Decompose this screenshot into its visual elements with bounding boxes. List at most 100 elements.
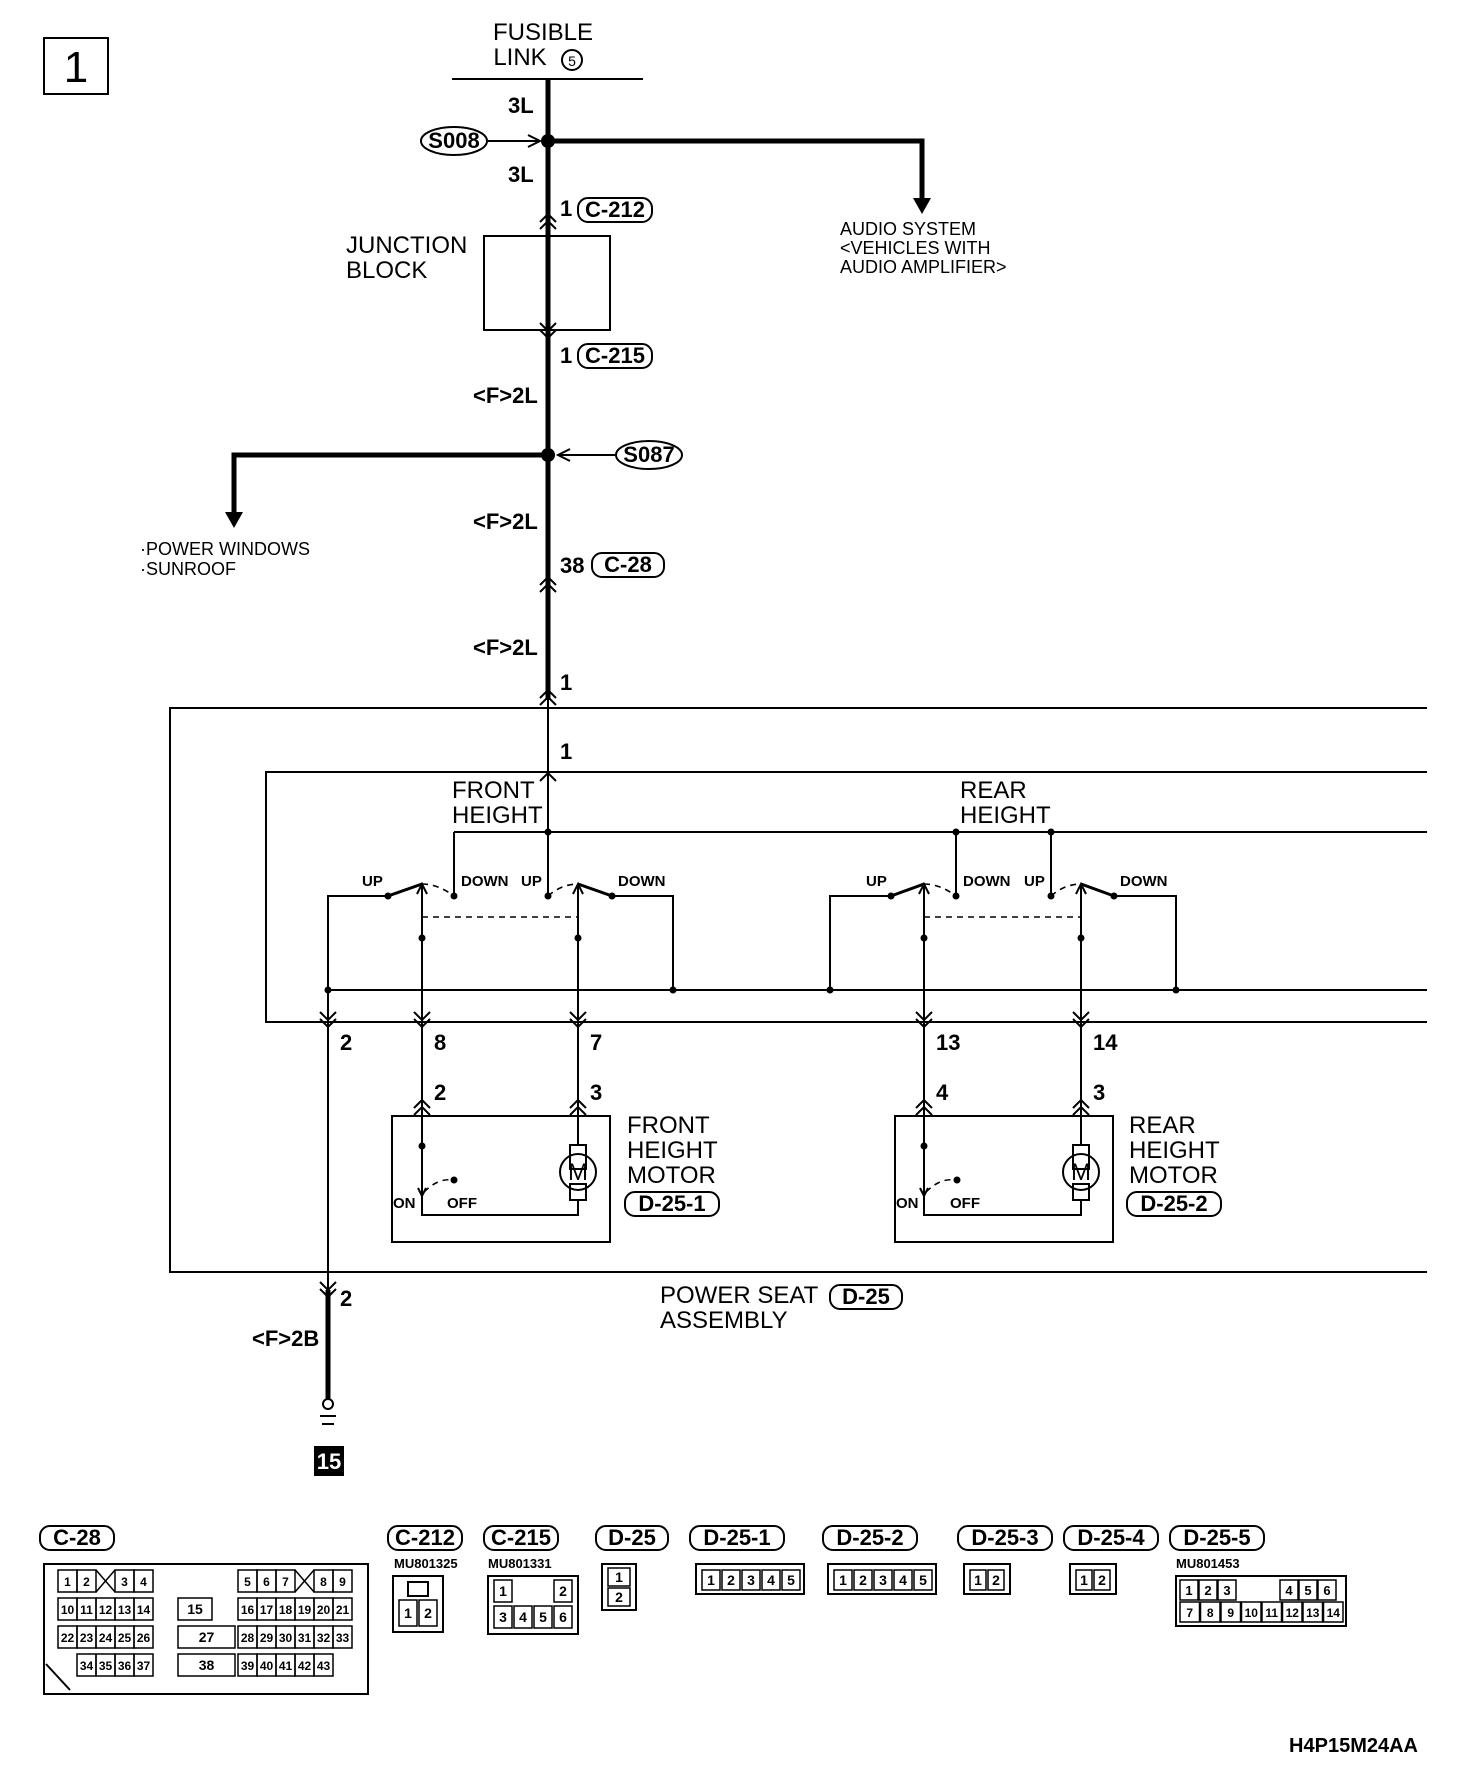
- connector-view-d255-label: D-25-5: [1183, 1525, 1250, 1550]
- connector-c28-pin: 38: [560, 553, 584, 578]
- connector-view-d251-body: [695, 1563, 805, 1595]
- junction-block-label-2: BLOCK: [346, 257, 427, 284]
- c28-pin-22: 22: [61, 1631, 75, 1645]
- page-number: 1: [64, 43, 88, 92]
- front-switch-b-common-arrow: [572, 881, 584, 895]
- rear-switch-b-common-node: [1077, 934, 1085, 942]
- connector-c212-badge: [577, 197, 653, 223]
- front-motor-pin-b-symbol: [569, 1098, 587, 1116]
- d255-pin-5: 5: [1304, 1583, 1311, 1598]
- c215-pin-5-cell: [533, 1605, 553, 1629]
- c28-pin-35: 35: [99, 1659, 113, 1673]
- rear-motor-return: [923, 1200, 1082, 1216]
- c28-pin-37-cell: [133, 1653, 154, 1677]
- rear-motor-conn: D-25-2: [1140, 1191, 1207, 1216]
- front-motor-brush-bottom: [569, 1183, 587, 1201]
- d253-pin-2: 2: [992, 1572, 1000, 1588]
- c28-pin-43: 43: [317, 1659, 331, 1673]
- c212-pin-1-cell: [398, 1599, 418, 1627]
- c28-pin-26: 26: [137, 1631, 151, 1645]
- d255-pin-10-cell: [1240, 1601, 1262, 1623]
- connector-view-c28-chamfer: [45, 1663, 71, 1691]
- d252-pin-5-cell: [913, 1569, 933, 1591]
- rear-motor-brush-top: [1072, 1144, 1090, 1170]
- d254-pin-1-cell: [1075, 1569, 1093, 1591]
- rear-limit-travel: [925, 1178, 955, 1193]
- rear-switch-b-up: UP: [1024, 873, 1045, 890]
- front-limit-on: ON: [393, 1195, 416, 1212]
- d255-pin-5-cell: [1298, 1579, 1318, 1601]
- connector-view-c212-part: MU801325: [394, 1556, 458, 1571]
- fusible-link-label-1: FUSIBLE: [493, 19, 593, 46]
- front-switch-a-common-arrow: [416, 881, 428, 895]
- c215-pin-5: 5: [539, 1609, 547, 1625]
- front-limit-off: OFF: [447, 1195, 477, 1212]
- d25-pin-1-cell: [607, 1567, 631, 1587]
- connector-view-d253-label: D-25-3: [971, 1525, 1038, 1550]
- front-height-label-1: FRONT: [452, 777, 535, 804]
- d255-pin-3-cell: [1217, 1579, 1237, 1601]
- d255-pin-7-cell: [1179, 1601, 1201, 1623]
- front-switch-a-down: DOWN: [461, 873, 509, 890]
- d255-pin-9: 9: [1227, 1606, 1234, 1620]
- c28-pin-28: 28: [241, 1631, 255, 1645]
- d251-pin-1-cell: [701, 1569, 721, 1591]
- front-switch-a-common-node: [418, 934, 426, 942]
- c28-pin-9: 9: [339, 1575, 346, 1589]
- connector-view-d25-badge: [595, 1525, 669, 1551]
- c28-pin-14-cell: [133, 1597, 154, 1621]
- connector-view-d25-body: [601, 1563, 637, 1611]
- c28-pin-42: 42: [298, 1659, 312, 1673]
- c215-pin-1: 1: [499, 1583, 507, 1599]
- c28-pin-17: 17: [260, 1603, 274, 1617]
- front-limit-travel: [423, 1178, 453, 1193]
- audio-branch-label-3: AUDIO AMPLIFIER>: [840, 257, 1007, 277]
- front-switch-a-up: UP: [362, 873, 383, 890]
- d255-pin-1-cell: [1179, 1579, 1199, 1601]
- rear-switch-a-common-node: [920, 934, 928, 942]
- c28-pin-11: 11: [80, 1603, 93, 1617]
- connector-view-d251-badge: [689, 1525, 785, 1551]
- power-seat-entry-symbol: [539, 688, 557, 706]
- front-motor-brush-top: [569, 1144, 587, 1170]
- connector-view-d254-label: D-25-4: [1077, 1525, 1145, 1550]
- c28-pin-33-cell: [332, 1625, 353, 1649]
- connector-view-d253-body: [963, 1563, 1011, 1595]
- c215-pin-4-cell: [513, 1605, 533, 1629]
- audio-branch-arrow: [913, 198, 931, 214]
- connector-c28-badge: [591, 552, 665, 578]
- switch-pin-8: 8: [434, 1030, 446, 1055]
- d255-pin-8: 8: [1207, 1606, 1214, 1620]
- d255-pin-10: 10: [1245, 1606, 1259, 1620]
- d255-pin-12: 12: [1286, 1606, 1300, 1620]
- connector-c212-pin: 1: [560, 196, 572, 221]
- front-switch-b-common-node: [574, 934, 582, 942]
- front-switch-b-lever: [577, 882, 613, 898]
- c28-pin-14: 14: [137, 1603, 151, 1617]
- front-motor-box: [391, 1115, 611, 1243]
- front-switch-b-up: UP: [521, 873, 542, 890]
- c28-pin-32: 32: [317, 1631, 331, 1645]
- front-switch-a-travel: [421, 883, 455, 897]
- d251-pin-5: 5: [787, 1572, 795, 1588]
- front-limit-contact: [450, 1176, 458, 1184]
- c28-pin-7-cell: [275, 1569, 296, 1593]
- rear-motor-pin-b-symbol: [1072, 1098, 1090, 1116]
- connector-view-d253-badge: [957, 1525, 1053, 1551]
- front-motor-return: [421, 1200, 579, 1216]
- rear-motor-conn-badge: [1126, 1191, 1222, 1217]
- rear-height-label-2: HEIGHT: [960, 802, 1051, 829]
- connector-view-d252-badge: [822, 1525, 918, 1551]
- d251-pin-3: 3: [747, 1572, 755, 1588]
- fusible-link-label-2: LINK: [493, 44, 546, 71]
- d252-pin-3-cell: [873, 1569, 893, 1591]
- c28-pin-15: 15: [187, 1601, 203, 1617]
- c28-pin-29: 29: [260, 1631, 274, 1645]
- c28-pin-7: 7: [282, 1575, 289, 1589]
- connector-view-c215-badge: [483, 1525, 559, 1551]
- ground-pin: 2: [340, 1286, 352, 1311]
